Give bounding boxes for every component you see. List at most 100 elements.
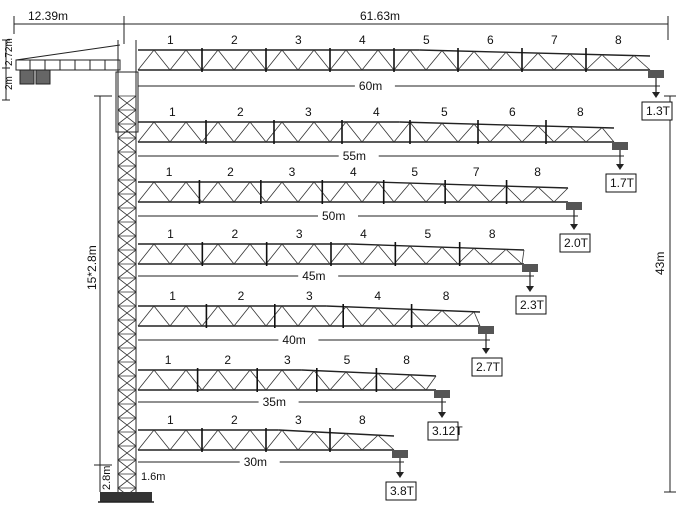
jib-35m: 1 2 3 5 8 3.12T 35m <box>137 353 463 441</box>
jib-section-label: 5 <box>441 105 448 119</box>
jib-top-chord-tapered <box>374 181 569 189</box>
jib-length-label: 60m <box>359 79 382 93</box>
jib-section-label: 2 <box>231 413 238 427</box>
jib-lacing <box>137 181 569 203</box>
jib-section-label: 4 <box>373 105 380 119</box>
trolley <box>478 326 494 334</box>
load-box <box>385 481 417 501</box>
jib-55m: 1 2 3 4 5 6 8 1.7T 55m <box>137 105 637 193</box>
jib-section-label: 8 <box>359 413 366 427</box>
top-dimensions <box>13 16 669 40</box>
jib-length-label-bg <box>239 454 280 468</box>
jib-length-label: 50m <box>322 209 345 223</box>
mast-bracing <box>115 71 139 503</box>
jib-section-label: 1 <box>165 353 172 367</box>
hook-icon <box>438 412 446 418</box>
hook-icon <box>570 224 578 230</box>
hook-icon <box>482 348 490 354</box>
jib-length-label-bg <box>338 148 379 162</box>
jib-lacing <box>137 243 525 265</box>
jib-section-label: 8 <box>615 33 622 47</box>
jib-length-label-bg <box>354 78 395 92</box>
hook-height-label: 43m <box>653 252 667 275</box>
load-label: 1.3T <box>646 104 671 118</box>
jib-lacing <box>137 49 651 71</box>
base-offset-label: 1.6m <box>141 471 165 483</box>
jib-section-label: 3 <box>295 413 302 427</box>
jib-length-label: 45m <box>302 269 325 283</box>
jib-top-chord-tapered <box>350 243 525 251</box>
load-label: 3.8T <box>390 484 415 498</box>
jib-lacing <box>137 429 395 451</box>
hook-icon <box>652 92 660 98</box>
max-jib-length-label: 61.63m <box>360 9 400 23</box>
counter-jib <box>15 44 121 85</box>
jib-section-label: 2 <box>231 33 238 47</box>
jib-section-label: 4 <box>359 33 366 47</box>
jib-top-chord-tapered <box>278 429 395 437</box>
hook-icon <box>616 164 624 170</box>
load-box <box>605 173 637 193</box>
jib-length-label-bg <box>298 268 339 282</box>
jib-section-label: 3 <box>305 105 312 119</box>
jib-section-label: 1 <box>167 413 174 427</box>
mast-sections-label: 15*2.8m <box>85 245 99 290</box>
jib-section-label: 1 <box>169 289 176 303</box>
jib-lacing <box>137 121 615 143</box>
jib-length-label-bg <box>258 394 299 408</box>
jib-section-label: 5 <box>344 353 351 367</box>
load-label: 1.7T <box>610 176 635 190</box>
jib-length-label-bg <box>318 208 358 222</box>
trolley <box>522 264 538 272</box>
trolley <box>434 390 450 398</box>
trolley <box>648 70 664 78</box>
jib-section-label: 1 <box>167 227 174 241</box>
load-box <box>471 357 503 377</box>
trolley <box>392 450 408 458</box>
load-box <box>515 295 547 315</box>
trolley <box>612 142 628 150</box>
jib-section-label: 3 <box>295 33 302 47</box>
jib-section-label: 6 <box>509 105 516 119</box>
jib-section-label: 3 <box>306 289 313 303</box>
jib-section-label: 6 <box>487 33 494 47</box>
jib-top-chord-tapered <box>301 369 437 377</box>
jib-section-label: 8 <box>577 105 584 119</box>
jib-lacing <box>137 305 481 327</box>
jib-section-label: 7 <box>473 165 480 179</box>
jib-section-label: 5 <box>423 33 430 47</box>
jib-section-label: 8 <box>403 353 410 367</box>
jib-section-label: 4 <box>360 227 367 241</box>
jib-length-label: 30m <box>244 455 267 469</box>
jib-length-label: 55m <box>343 149 366 163</box>
load-label: 3.12T <box>432 424 463 438</box>
jib-section-label: 2 <box>237 105 244 119</box>
jib-section-label: 2 <box>232 227 239 241</box>
jib-section-label: 4 <box>374 289 381 303</box>
jib-section-label: 3 <box>284 353 291 367</box>
load-label: 2.7T <box>476 360 501 374</box>
jib-section-label: 3 <box>289 165 296 179</box>
hook-icon <box>526 286 534 292</box>
jib-section-label: 7 <box>551 33 558 47</box>
jib-30m: 1 2 3 8 3.8T 30m <box>137 413 417 501</box>
jib-section-label: 8 <box>534 165 541 179</box>
load-box <box>427 421 459 441</box>
jib-length-label: 35m <box>263 395 286 409</box>
load-box <box>641 101 673 121</box>
counter-jib-length-label: 12.39m <box>28 9 68 23</box>
jib-section-label: 1 <box>166 165 173 179</box>
jib-length-label-bg <box>278 332 319 346</box>
jib-section-label: 3 <box>296 227 303 241</box>
jib-lacing <box>137 369 437 391</box>
trolley <box>566 202 582 210</box>
hook-height-dimension <box>664 95 676 493</box>
crane-base <box>98 492 154 503</box>
jib-top-chord-tapered <box>326 305 481 313</box>
jib-section-label: 5 <box>425 227 432 241</box>
